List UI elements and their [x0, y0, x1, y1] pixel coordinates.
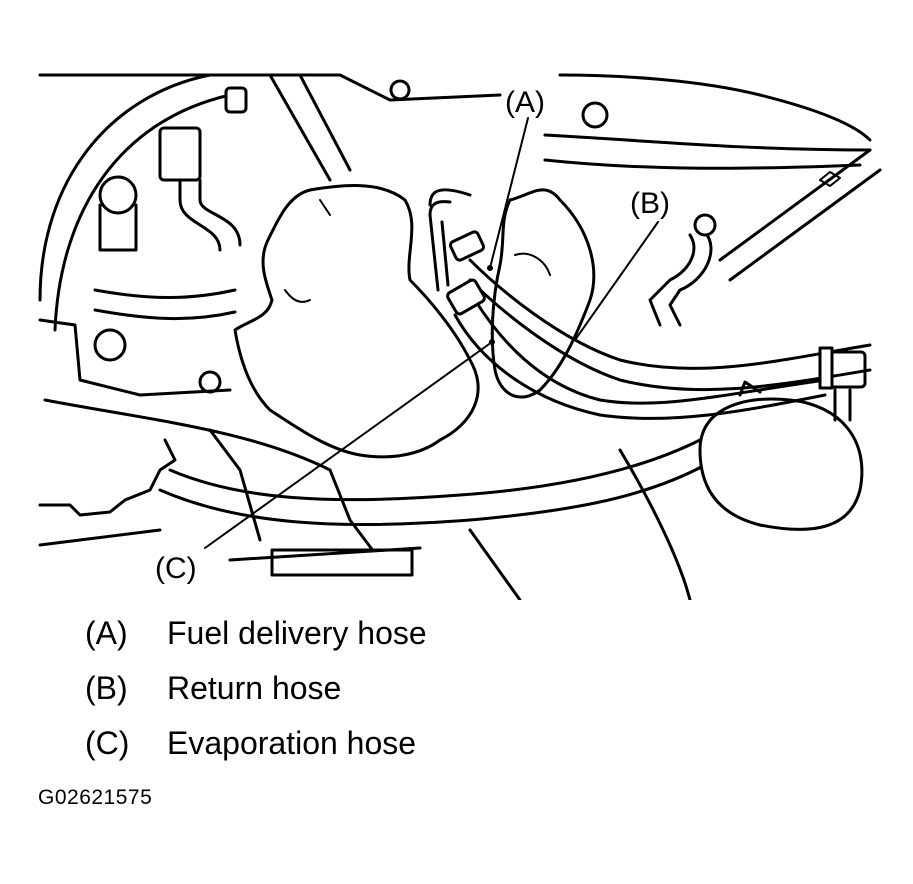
engine-bay-illustration: (A) (B) (C): [38, 73, 882, 600]
figure-id: G02621575: [38, 786, 153, 809]
legend-label: Fuel delivery hose: [167, 615, 427, 651]
legend-key: (B): [85, 670, 128, 706]
legend-item-c: (C) Evaporation hose: [85, 716, 785, 771]
leader-dot-a: [487, 265, 493, 271]
callout-leaders: [204, 117, 659, 549]
callout-label-b: (B): [630, 187, 670, 220]
leader-line-a: [489, 117, 529, 269]
leader-line-c: [204, 341, 493, 549]
leader-dot-c: [489, 339, 495, 345]
cover-shapes: [233, 184, 596, 459]
legend: (A) Fuel delivery hose (B) Return hose (…: [85, 606, 785, 771]
background-components: [38, 73, 882, 600]
legend-item-a: (A) Fuel delivery hose: [85, 606, 785, 661]
hose-group: [446, 230, 872, 420]
legend-key: (A): [85, 615, 128, 651]
legend-label: Return hose: [167, 670, 342, 706]
legend-key: (C): [85, 725, 130, 761]
callout-label-a: (A): [505, 86, 545, 119]
legend-item-b: (B) Return hose: [85, 661, 785, 716]
legend-label: Evaporation hose: [167, 725, 417, 761]
callout-label-c: (C): [155, 552, 197, 585]
leader-line-b: [574, 221, 659, 341]
